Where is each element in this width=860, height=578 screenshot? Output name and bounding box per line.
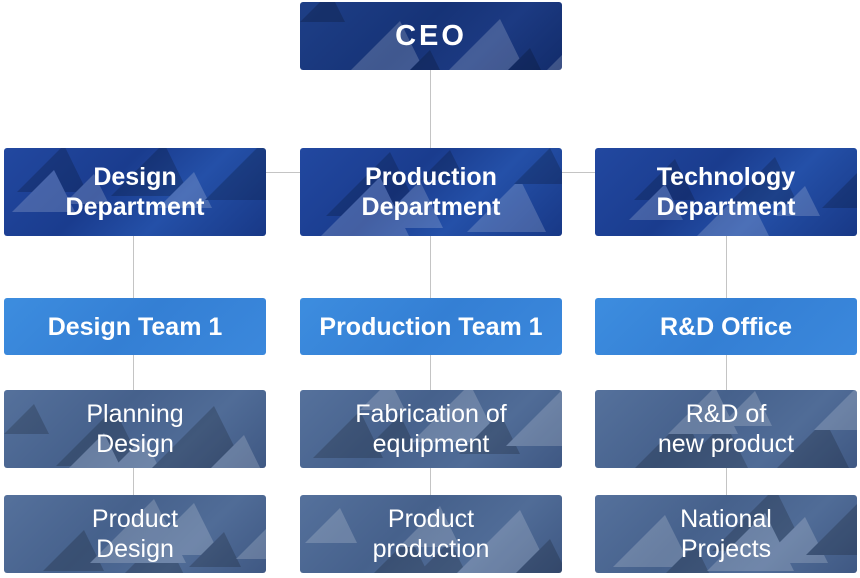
rnd-office-label: R&D Office (660, 312, 792, 341)
texture-facet (506, 390, 562, 446)
texture-facet (189, 532, 241, 567)
design-team-label: Design Team 1 (47, 312, 223, 341)
technology-department-label: Technology Department (656, 163, 796, 221)
technology-department-box: Technology Department (595, 148, 857, 236)
texture-facet (498, 539, 562, 573)
texture-facet (535, 17, 562, 70)
connector-horizontal-left (266, 172, 300, 173)
texture-facet (205, 148, 266, 200)
texture-facet (236, 501, 266, 559)
design-team-box: Design Team 1 (4, 298, 266, 355)
texture-facet (488, 48, 551, 70)
rnd-office-box: R&D Office (595, 298, 857, 355)
production-team-box: Production Team 1 (300, 298, 562, 355)
connector-design-team-planning (133, 355, 134, 390)
national-projects-box: National Projects (595, 495, 857, 573)
design-department-box: Design Department (4, 148, 266, 236)
connector-design-planning-product (133, 468, 134, 495)
production-team-label: Production Team 1 (319, 312, 543, 341)
national-projects-label: National Projects (680, 505, 772, 563)
planning-design-box: Planning Design (4, 390, 266, 468)
product-design-box: Product Design (4, 495, 266, 573)
connector-design-dept-team (133, 236, 134, 298)
texture-facet (806, 495, 857, 555)
planning-design-label: Planning Design (86, 400, 184, 458)
connector-horizontal-right (562, 172, 595, 173)
connector-production-fabrication-product (430, 468, 431, 495)
texture-facet (305, 508, 357, 543)
production-department-label: Production Department (361, 163, 501, 221)
connector-ceo-down (430, 70, 431, 148)
rnd-new-product-label: R&D of new product (657, 400, 795, 458)
production-department-box: Production Department (300, 148, 562, 236)
connector-technology-rnd-national (726, 468, 727, 495)
design-department-label: Design Department (65, 163, 205, 221)
fabrication-box: Fabrication of equipment (300, 390, 562, 468)
rnd-new-product-box: R&D of new product (595, 390, 857, 468)
product-production-box: Product production (300, 495, 562, 573)
texture-facet (394, 50, 448, 70)
texture-facet (814, 390, 857, 430)
connector-production-dept-team (430, 236, 431, 298)
product-design-label: Product Design (91, 505, 179, 563)
product-production-label: Product production (372, 505, 490, 563)
texture-facet (197, 435, 266, 468)
fabrication-label: Fabrication of equipment (355, 400, 507, 458)
ceo-box: CEO (300, 2, 562, 70)
ceo-label: CEO (395, 20, 467, 52)
texture-facet (514, 148, 562, 184)
connector-production-team-fabrication (430, 355, 431, 390)
connector-technology-team-rnd (726, 355, 727, 390)
texture-facet (300, 2, 345, 22)
connector-technology-dept-team (726, 236, 727, 298)
texture-facet (4, 404, 49, 434)
texture-facet (822, 155, 857, 208)
